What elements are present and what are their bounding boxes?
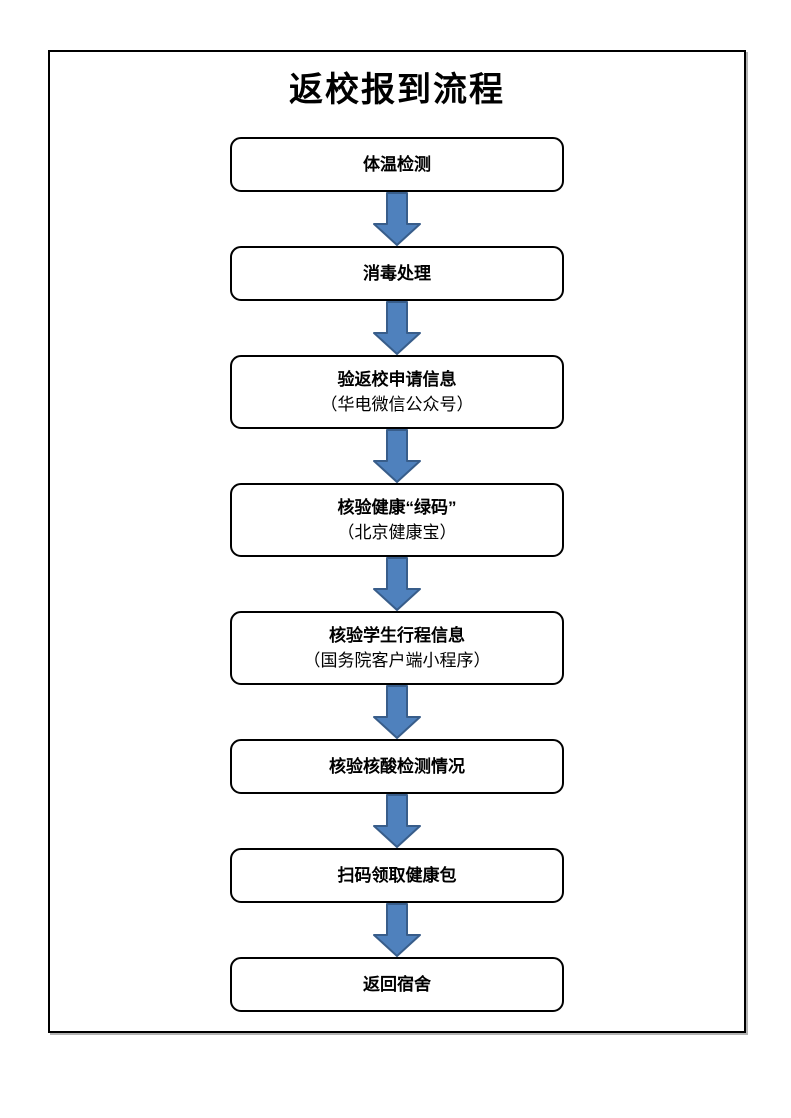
down-arrow-icon — [373, 301, 421, 356]
flow-node-verify-nucleic-acid-test: 核验核酸检测情况 — [230, 739, 564, 795]
flow-node-sublabel: （国务院客户端小程序） — [303, 650, 491, 670]
flowchart-title: 返校报到流程 — [289, 72, 505, 109]
flow-node-temperature-check: 体温检测 — [230, 137, 564, 193]
flow-node-disinfection: 消毒处理 — [230, 246, 564, 302]
down-arrow-icon — [373, 429, 421, 484]
flow-node-verify-travel-info: 核验学生行程信息 （国务院客户端小程序） — [230, 611, 564, 686]
flow-node-scan-health-kit: 扫码领取健康包 — [230, 848, 564, 904]
flow-node-sublabel: （北京健康宝） — [337, 522, 457, 542]
page-border-frame: 返校报到流程 体温检测 消毒处理 验返校申请信息 （华电微信公众号） — [48, 50, 746, 1033]
down-arrow-icon — [373, 557, 421, 612]
flow-node-return-dormitory: 返回宿舍 — [230, 957, 564, 1013]
flow-node-label: 核验学生行程信息 — [329, 625, 465, 645]
flow-node-label: 核验健康“绿码” — [337, 497, 457, 517]
flow-node-label: 消毒处理 — [363, 263, 431, 283]
flow-node-sublabel: （华电微信公众号） — [320, 394, 474, 414]
down-arrow-icon — [373, 794, 421, 849]
flow-node-verify-green-code: 核验健康“绿码” （北京健康宝） — [230, 483, 564, 558]
flow-node-verify-application: 验返校申请信息 （华电微信公众号） — [230, 355, 564, 430]
down-arrow-icon — [373, 192, 421, 247]
down-arrow-icon — [373, 903, 421, 958]
flow-node-label: 扫码领取健康包 — [337, 865, 457, 885]
flow-node-label: 核验核酸检测情况 — [329, 756, 465, 776]
flow-node-label: 验返校申请信息 — [337, 369, 457, 389]
flow-node-label: 返回宿舍 — [363, 974, 431, 994]
flow-node-label: 体温检测 — [363, 154, 431, 174]
flowchart: 体温检测 消毒处理 验返校申请信息 （华电微信公众号） 核验健康“绿码” （北京健康… — [230, 137, 564, 1013]
down-arrow-icon — [373, 685, 421, 740]
